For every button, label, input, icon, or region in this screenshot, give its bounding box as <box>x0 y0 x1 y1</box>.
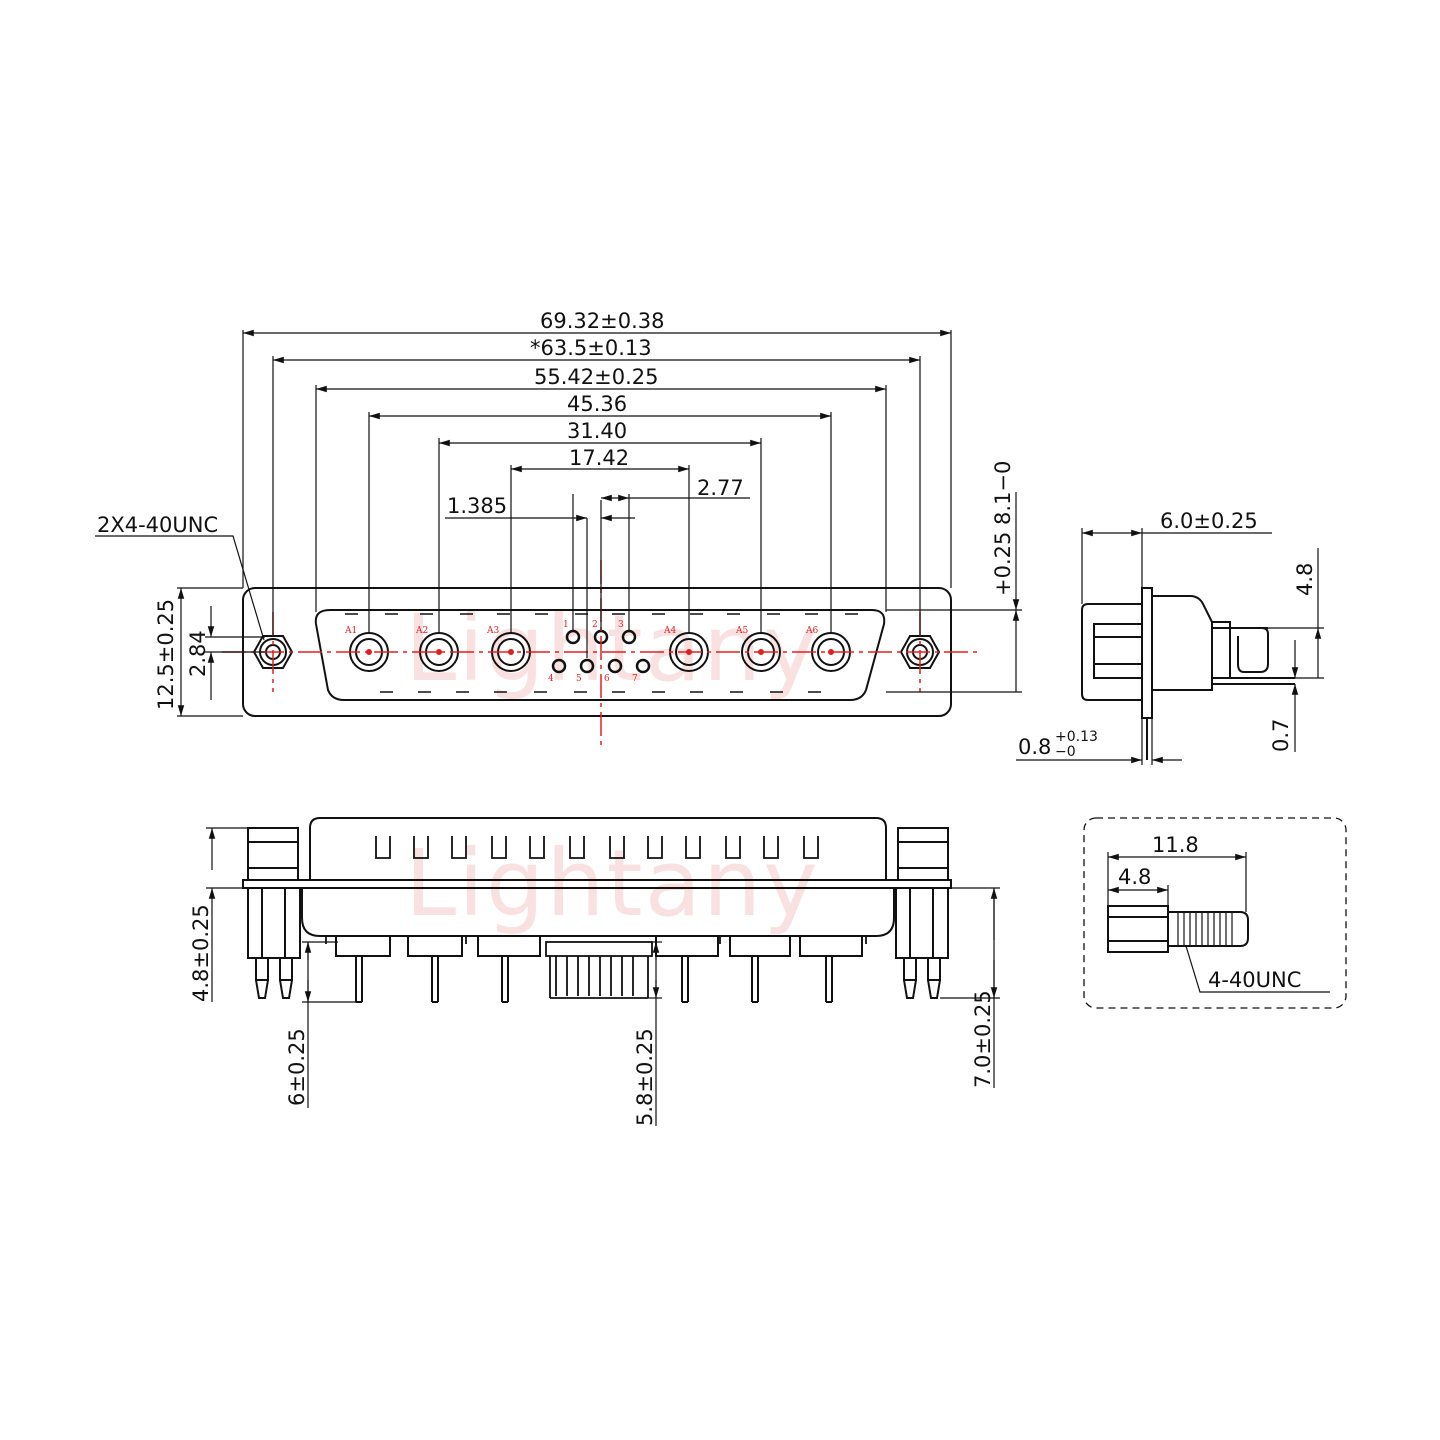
watermark-top: Lightany <box>405 595 820 702</box>
dim-mount-holes: *63.5±0.13 <box>530 336 652 360</box>
dim-side-pin-offset: 4.8 <box>1293 563 1317 596</box>
dim-screw-hex: 4.8 <box>1118 865 1151 889</box>
dim-standoff-height: 4.8±0.25 <box>189 904 213 1002</box>
pin-label-a3: A3 <box>486 626 499 636</box>
thread-callout: 2X4-40UNC <box>97 513 218 537</box>
side-hex-nut <box>1093 623 1143 679</box>
dim-side-flange-tol-lower: −0 <box>1055 744 1076 760</box>
pin-label-a4: A4 <box>663 626 676 636</box>
bottom-slots <box>375 836 819 859</box>
dim-power-pin: 6±0.25 <box>285 1028 309 1106</box>
screw-thread-callout: 4-40UNC <box>1208 968 1301 992</box>
pin-label-a6: A6 <box>805 626 818 636</box>
screw-dimensions <box>1107 852 1330 993</box>
screw-hex <box>1107 905 1169 953</box>
watermark-bottom: Lightany <box>405 830 820 937</box>
power-pins <box>335 936 863 1003</box>
dim-board-lock: 7.0±0.25 <box>971 990 995 1088</box>
front-d-shell <box>314 609 886 701</box>
shell-slots <box>345 613 858 693</box>
dim-side-flange: 0.8 <box>1018 735 1051 759</box>
side-body <box>1151 595 1213 691</box>
dim-signal-pin: 5.8±0.25 <box>633 1028 657 1126</box>
screw-thread <box>1168 911 1249 947</box>
dim-screw-length: 11.8 <box>1152 833 1199 857</box>
dim-side-flange-tol-upper: +0.13 <box>1055 729 1098 745</box>
dim-a1-a6: 45.36 <box>567 392 627 416</box>
side-pin-block <box>1211 621 1231 679</box>
dim-side-pin-step: 0.7 <box>1269 719 1293 752</box>
dim-signal-offset: 1.385 <box>447 494 507 518</box>
left-standoff <box>247 827 301 999</box>
bottom-body <box>301 887 895 937</box>
pin-label-a2: A2 <box>415 626 428 636</box>
side-shell <box>1081 603 1143 701</box>
dim-side-depth: 6.0±0.25 <box>1160 509 1258 533</box>
signal-pins <box>325 936 867 999</box>
screw-detail <box>1083 817 1347 1009</box>
pin-label-a1: A1 <box>344 626 357 636</box>
dim-a3-a4: 17.42 <box>569 446 629 470</box>
dim-shell-width: 55.42±0.25 <box>534 365 658 389</box>
bottom-shell-top <box>309 817 887 880</box>
dim-hole-offset: 2.84 <box>186 630 210 677</box>
pin-label-7: 7 <box>632 674 638 684</box>
bottom-dimensions <box>206 827 1000 1126</box>
side-view <box>1081 587 1295 760</box>
dim-shell-height: +0.25 8.1−0 <box>991 461 1015 596</box>
pin-label-4: 4 <box>548 674 554 684</box>
dim-overall-width: 69.32±0.38 <box>540 309 664 333</box>
pin-label-a5: A5 <box>735 626 748 636</box>
dim-a2-a5: 31.40 <box>567 419 627 443</box>
side-flange <box>1141 587 1153 719</box>
dim-signal-pitch: 2.77 <box>697 476 744 500</box>
screw-detail-frame <box>1083 817 1347 1009</box>
side-dimensions <box>1016 528 1324 765</box>
dim-height: 12.5±0.25 <box>154 599 178 710</box>
side-board-lock <box>1230 627 1269 673</box>
pin-label-2: 2 <box>592 620 598 630</box>
front-dimensions <box>95 329 1022 717</box>
pin-label-5: 5 <box>576 674 582 684</box>
pin-label-6: 6 <box>604 674 610 684</box>
pin-labels: A1 A2 A3 A4 A5 A6 1 2 3 4 5 6 7 <box>344 620 818 684</box>
right-standoff <box>895 827 949 999</box>
pin-label-1: 1 <box>563 620 569 630</box>
pin-label-3: 3 <box>618 620 624 630</box>
